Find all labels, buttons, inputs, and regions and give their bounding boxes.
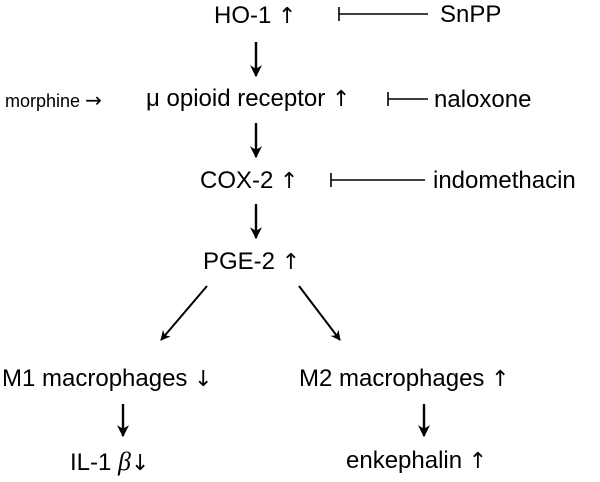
node-mu-receptor: μ opioid receptor ↑ xyxy=(146,87,350,111)
node-snpp: SnPP xyxy=(440,1,502,28)
node-m1-macrophages: M1 macrophages ↓ xyxy=(2,367,213,391)
m1-down-arrow: ↓ xyxy=(194,367,213,392)
arrow-pge2-m2 xyxy=(298,285,341,341)
inhibit-naloxone-receptor xyxy=(387,92,428,106)
arrow-pge2-m1 xyxy=(160,285,208,341)
m2-up-arrow: ↑ xyxy=(491,367,510,392)
node-indomethacin: indomethacin xyxy=(433,167,576,194)
ho1-up-arrow: ↑ xyxy=(278,4,297,29)
morphine-label: morphine xyxy=(5,91,81,111)
ho1-label: HO-1 xyxy=(214,2,272,29)
node-m2-macrophages: M2 macrophages ↑ xyxy=(299,367,510,391)
il1b-down-arrow: ↓ xyxy=(130,451,150,476)
inhibit-snpp-ho1 xyxy=(338,7,428,21)
inhibit-indomethacin-cox2 xyxy=(330,173,425,187)
morphine-right-arrow: → xyxy=(85,88,102,112)
node-pge2: PGE-2 ↑ xyxy=(203,250,300,274)
cox2-up-arrow: ↑ xyxy=(280,169,299,194)
enkephalin-up-arrow: ↑ xyxy=(468,449,488,474)
mu-receptor-up-arrow: ↑ xyxy=(331,87,351,112)
pge2-up-arrow: ↑ xyxy=(281,250,301,275)
cox2-label: COX-2 xyxy=(200,167,274,194)
m2-label: M2 macrophages xyxy=(299,365,485,392)
node-ho1: HO-1 ↑ xyxy=(214,4,296,28)
il1b-label: IL-1 xyxy=(70,449,112,476)
node-il1b: IL-1 β↓ xyxy=(70,449,149,475)
enkephalin-label: enkephalin xyxy=(346,447,463,474)
node-naloxone: naloxone xyxy=(434,86,532,113)
mu-receptor-label: μ opioid receptor xyxy=(146,85,326,112)
node-cox2: COX-2 ↑ xyxy=(200,169,298,193)
node-enkephalin: enkephalin ↑ xyxy=(346,449,487,473)
pge2-label: PGE-2 xyxy=(203,248,276,275)
m1-label: M1 macrophages xyxy=(2,365,188,392)
il1b-beta: β xyxy=(118,447,131,476)
node-morphine: morphine → xyxy=(5,90,102,110)
